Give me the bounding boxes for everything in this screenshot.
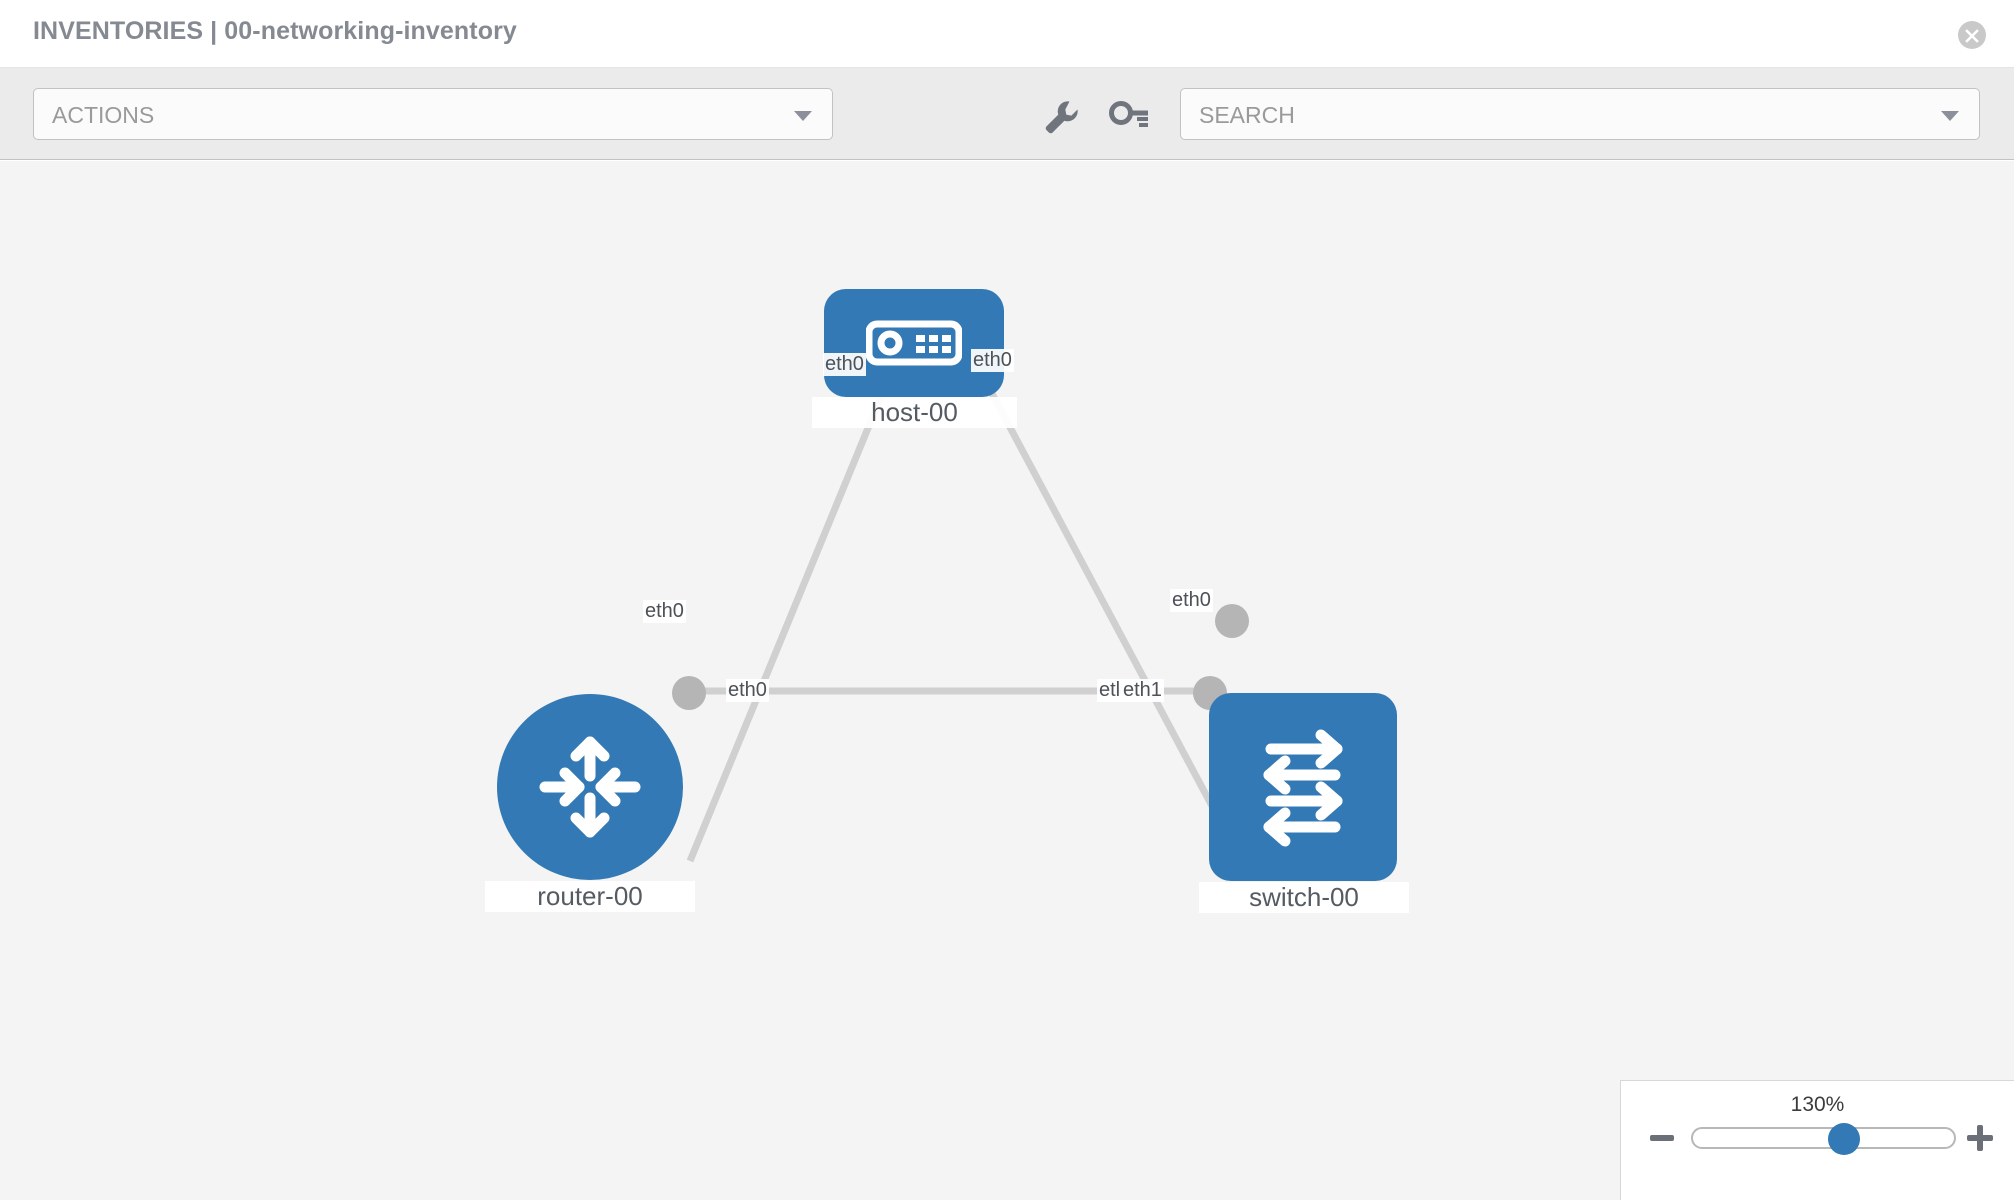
router-arrows-icon bbox=[539, 736, 641, 838]
zoom-slider-thumb[interactable] bbox=[1828, 1123, 1861, 1155]
topology-edges bbox=[686, 341, 1240, 863]
chevron-down-icon bbox=[794, 111, 812, 121]
edge-interface-label: etl bbox=[1097, 679, 1123, 702]
zoom-in-button[interactable] bbox=[1964, 1123, 1994, 1153]
zoom-level-label: 130% bbox=[1790, 1093, 1845, 1116]
edge-interface-label: eth1 bbox=[1121, 679, 1164, 702]
actions-dropdown-label: ACTIONS bbox=[52, 102, 155, 128]
zoom-control-panel: 130% bbox=[1620, 1080, 2014, 1200]
chevron-down-icon bbox=[1941, 111, 1959, 121]
connector-stub bbox=[1215, 604, 1249, 638]
page-title: INVENTORIES | 00-networking-inventory bbox=[33, 17, 517, 45]
search-input[interactable]: SEARCH bbox=[1180, 88, 1980, 140]
edge-interface-label: eth0 bbox=[971, 349, 1014, 372]
toolbar: ACTIONS SEARCH bbox=[0, 68, 2014, 160]
switch-arrows-icon bbox=[1263, 729, 1343, 847]
router-node-shape bbox=[497, 694, 683, 880]
key-icon[interactable] bbox=[1108, 98, 1150, 134]
edge-interface-label: eth0 bbox=[1170, 589, 1213, 612]
connector-stub bbox=[672, 676, 706, 710]
actions-dropdown[interactable]: ACTIONS bbox=[33, 88, 833, 140]
page-header: INVENTORIES | 00-networking-inventory bbox=[0, 0, 2014, 68]
close-icon[interactable] bbox=[1958, 21, 1986, 49]
edge-interface-label: eth0 bbox=[823, 353, 866, 376]
edge-interface-label: eth0 bbox=[726, 679, 769, 702]
node-label: router-00 bbox=[485, 881, 695, 912]
edge-interface-label: eth0 bbox=[643, 600, 686, 623]
host-node-shape bbox=[824, 289, 1004, 397]
wrench-icon[interactable] bbox=[1040, 98, 1082, 134]
zoom-out-button[interactable] bbox=[1647, 1123, 1677, 1153]
topology-canvas[interactable]: host-00 router-00 bbox=[0, 161, 2014, 1200]
switch-node-shape bbox=[1209, 693, 1397, 881]
search-placeholder: SEARCH bbox=[1199, 102, 1295, 128]
zoom-slider-track[interactable] bbox=[1691, 1123, 1956, 1155]
node-label: switch-00 bbox=[1199, 882, 1409, 913]
server-icon bbox=[866, 320, 962, 366]
node-label: host-00 bbox=[812, 397, 1017, 428]
